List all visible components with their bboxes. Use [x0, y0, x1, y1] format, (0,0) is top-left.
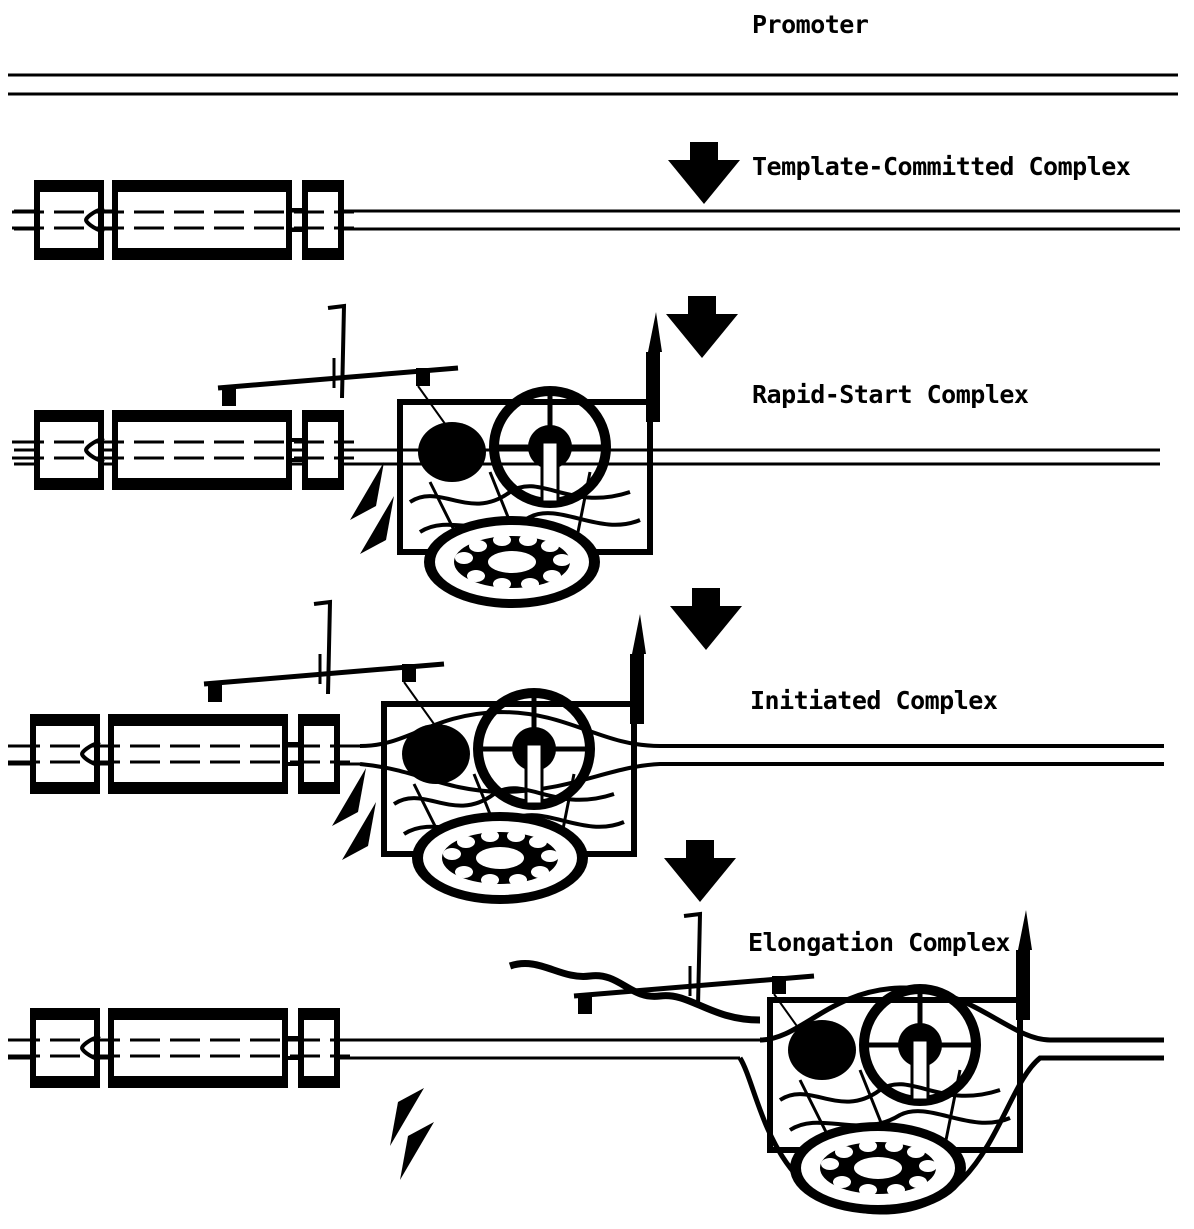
- transcription-factor-complex-icon: [12, 410, 354, 490]
- label-initiated-complex: Initiated Complex: [750, 686, 997, 715]
- step-arrow-2: [666, 296, 738, 358]
- transcription-factor-complex-icon: [8, 1008, 350, 1088]
- label-rapid-start-complex: Rapid-Start Complex: [752, 380, 1028, 409]
- rna-polymerase-machine-icon: [400, 312, 662, 552]
- lever-icon: [218, 306, 458, 428]
- double-chevron-arrow-icon: [390, 1088, 434, 1180]
- transcription-factor-complex-icon: [8, 714, 350, 794]
- polymerase-wheel-icon: [424, 516, 600, 608]
- polymerase-wheel-icon: [790, 1122, 966, 1214]
- step-arrow-1: [668, 142, 740, 204]
- transcription-factor-complex-icon: [12, 180, 354, 260]
- step-arrow-4: [664, 840, 736, 902]
- label-promoter: Promoter: [752, 10, 868, 39]
- step-arrow-3: [670, 588, 742, 650]
- polymerase-wheel-icon: [412, 812, 588, 904]
- label-template-committed-complex: Template-Committed Complex: [752, 152, 1130, 181]
- label-elongation-complex: Elongation Complex: [748, 928, 1010, 957]
- double-chevron-arrow-icon: [350, 462, 394, 554]
